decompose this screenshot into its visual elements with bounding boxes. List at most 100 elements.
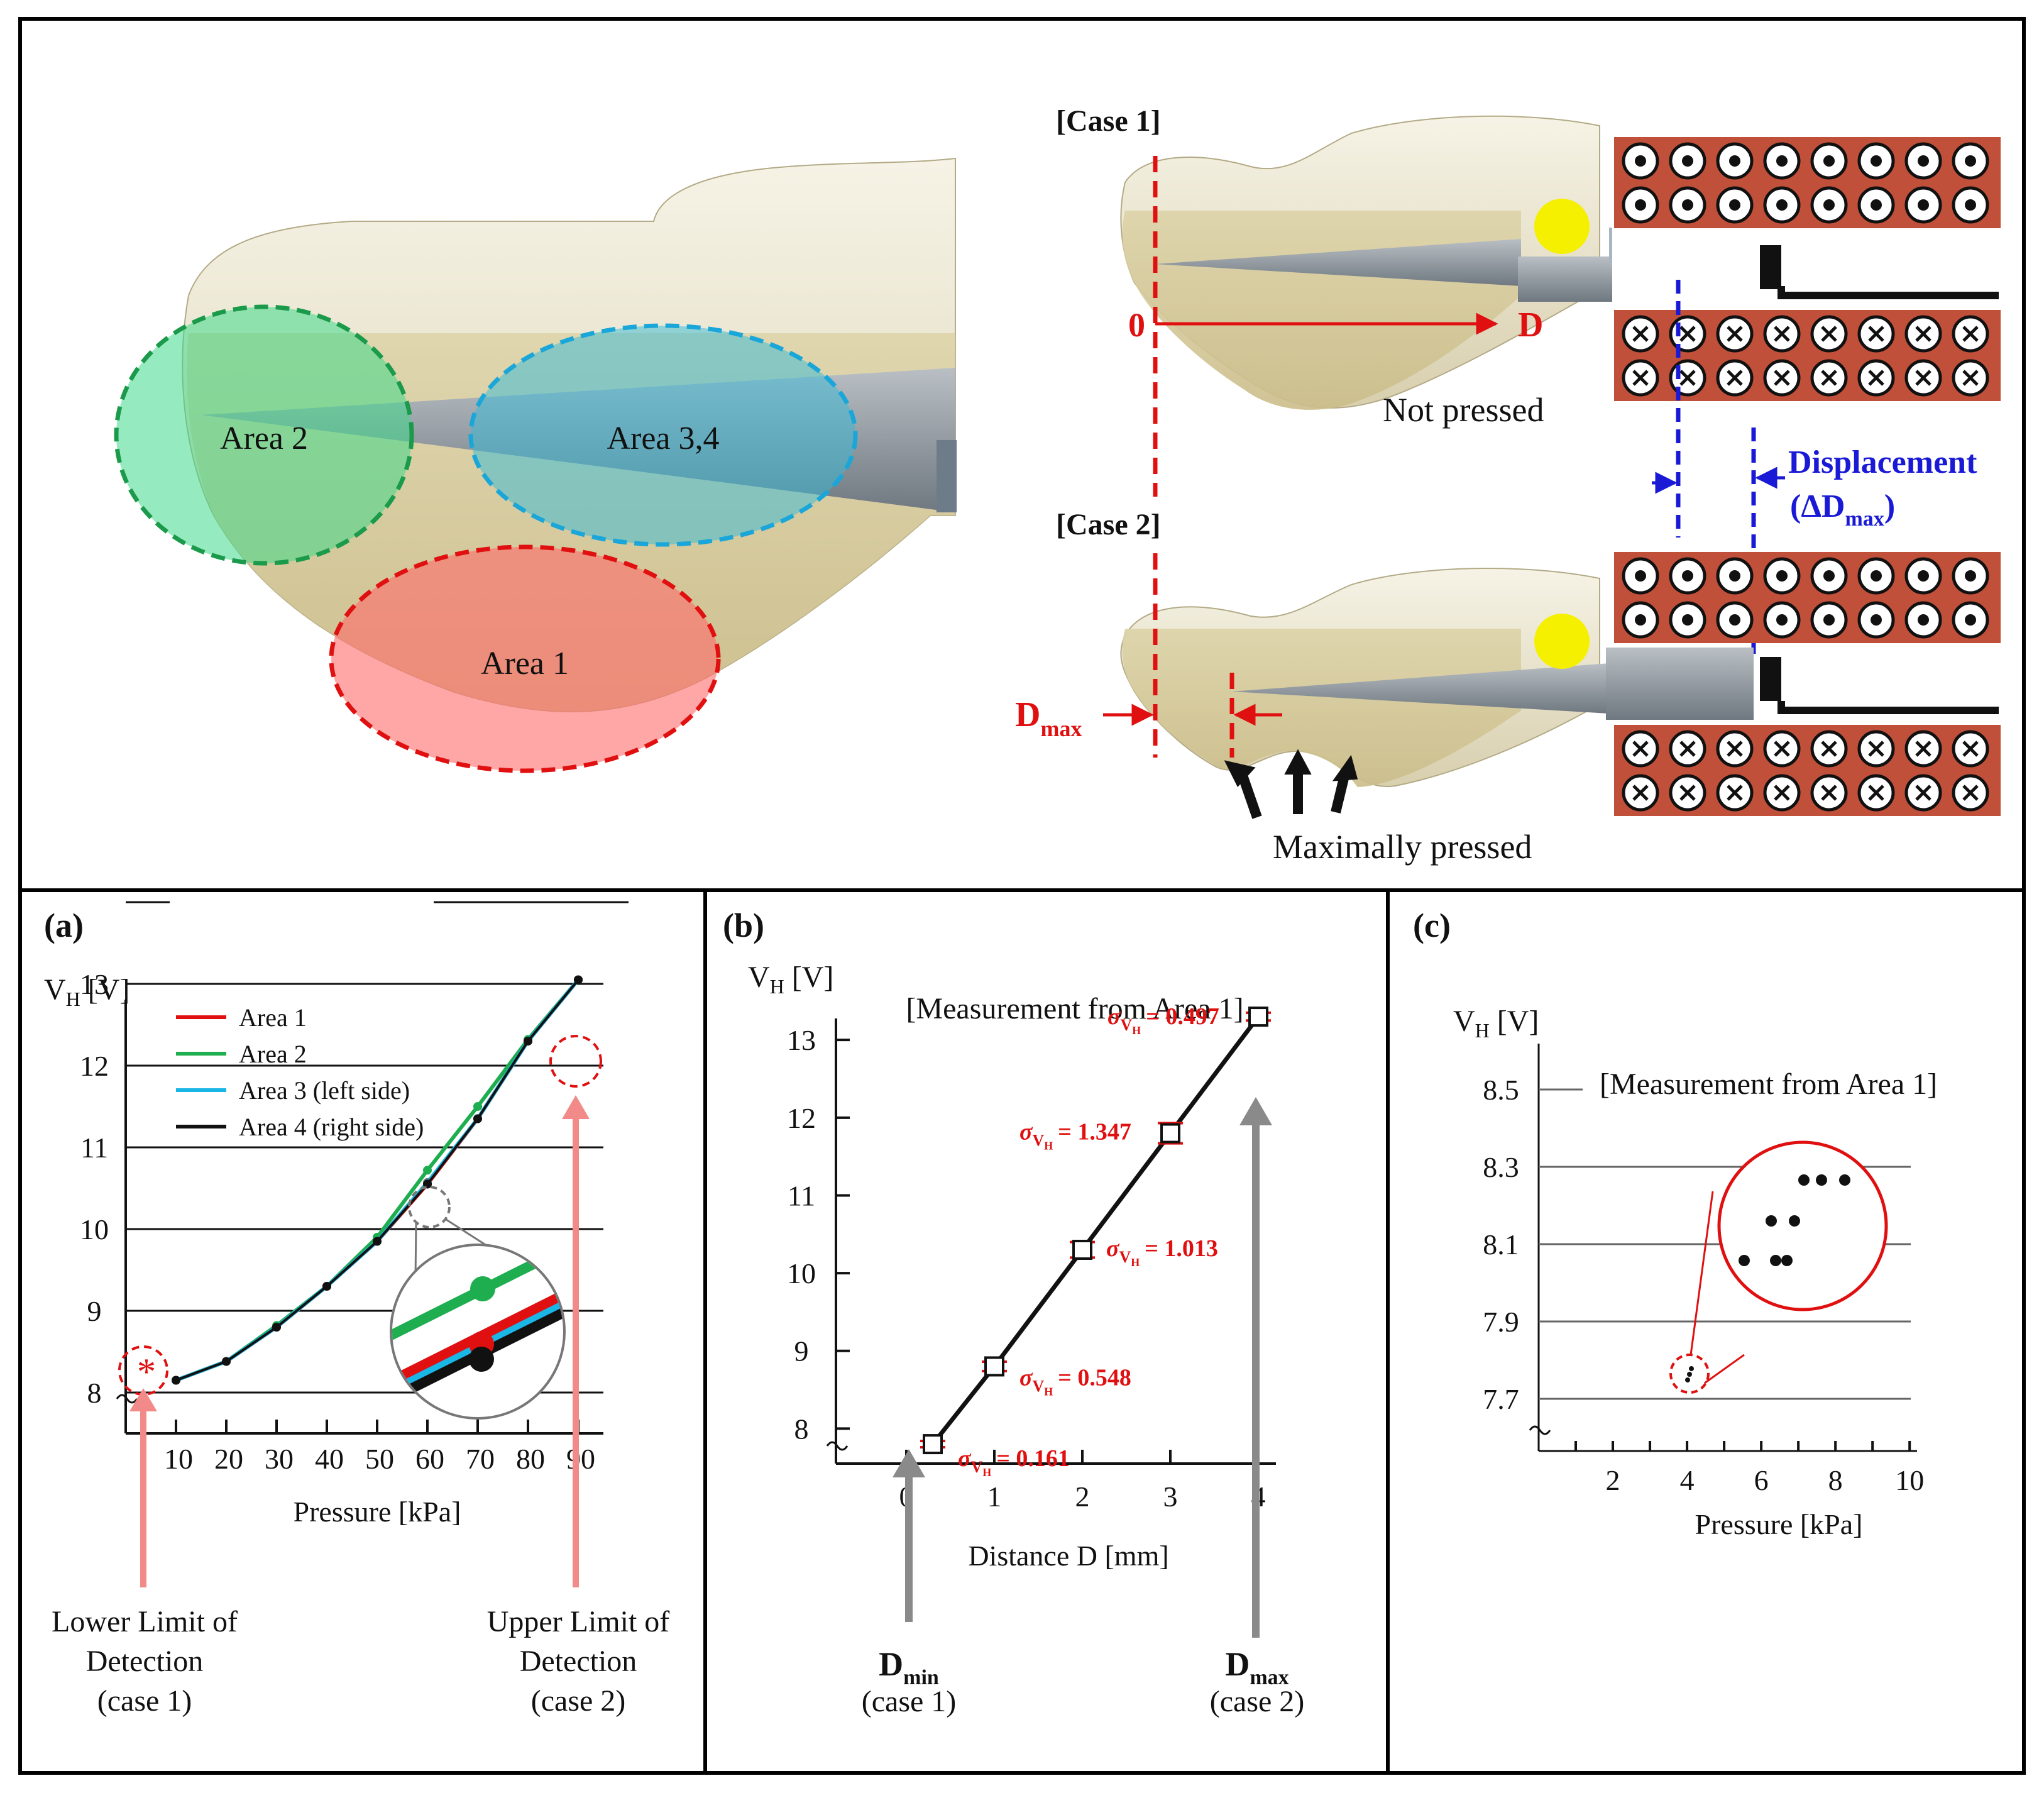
c-ytick-label: 8.1 [1483, 1228, 1519, 1261]
area-2-label: Area 2 [220, 421, 308, 456]
c-ytick-label: 8.5 [1483, 1074, 1519, 1106]
coil-cross [1868, 326, 1884, 342]
b-xtick-label: 1 [987, 1481, 1002, 1513]
coil-dot [1871, 614, 1882, 626]
coil-cross [1868, 741, 1884, 757]
b-xtick-label: 3 [1163, 1481, 1178, 1513]
displacement-label: Displacement [1788, 444, 1977, 480]
displacement-delta: (ΔDmax) [1790, 488, 1895, 531]
upper-limit-line2: Detection [520, 1645, 637, 1678]
coil-cross [1632, 741, 1649, 757]
coil-dot [1965, 570, 1976, 582]
coil-dot [1635, 155, 1646, 167]
coil-cross [1727, 741, 1743, 757]
c-data-point [1687, 1372, 1692, 1377]
coil-dot [1682, 199, 1693, 211]
a-ytick-label: 9 [87, 1295, 102, 1327]
area-34-label: Area 3,4 [607, 421, 719, 456]
coil-dot [1682, 614, 1693, 626]
b-ytick-label: 8 [794, 1413, 809, 1445]
a-data-point [172, 1376, 180, 1385]
zero-label: 0 [1128, 306, 1145, 344]
coil-cross [1962, 785, 1979, 801]
a-xtick-label: 90 [566, 1443, 595, 1475]
area-ellipses [114, 304, 858, 773]
coil-dot [1965, 199, 1976, 211]
a-xtick-label: 30 [265, 1443, 294, 1475]
coil-assembly-1 [1612, 123, 2001, 538]
b-sigma-label: σVH= 0.497 [1107, 1003, 1219, 1037]
b-ytick-label: 12 [787, 1102, 816, 1134]
coil-dot [1871, 199, 1882, 211]
b-ytick-label: 11 [788, 1179, 815, 1211]
area-1-ellipse [329, 544, 721, 773]
coil-dot [1918, 199, 1929, 211]
coil-dot [1635, 614, 1646, 626]
coil-cross [1679, 785, 1696, 801]
coil-dot [1871, 570, 1882, 582]
a-ytick-label: 12 [80, 1050, 109, 1082]
coil-cross [1962, 741, 1979, 757]
coil-cross [1679, 741, 1696, 757]
c-data-point [1689, 1366, 1694, 1371]
b-data-point [923, 1434, 943, 1455]
case-1-diagram: [Case 1] 0 D Not pressed [1056, 104, 1678, 497]
coil-dot [1729, 199, 1740, 211]
panel-a-letter: (a) [44, 907, 84, 944]
lower-limit-line2: Detection [86, 1645, 204, 1678]
coil-cross [1727, 326, 1743, 342]
coil-cross [1962, 326, 1979, 342]
panel-c-title: [Measurement from Area 1] [1600, 1068, 1937, 1101]
a-data-point [473, 1102, 482, 1111]
coil-cross [1821, 326, 1837, 342]
c-xtick-label: 8 [1828, 1464, 1843, 1496]
a-xtick-label: 60 [415, 1443, 444, 1475]
b-sigma-label: σVH= 1.013 [1106, 1235, 1218, 1269]
upper-limit-line3: (case 2) [531, 1684, 626, 1718]
case-2-caption: Maximally pressed [1273, 828, 1532, 866]
lower-limit-annotation: * Lower Limit of Detection (case 1) [52, 1345, 238, 1718]
coil-cross [1821, 370, 1837, 386]
coil-dot [1729, 614, 1740, 626]
frame [18, 17, 2026, 1775]
c-ytick-label: 8.3 [1483, 1151, 1519, 1183]
coil-cross [1727, 370, 1743, 386]
b-data-point [984, 1356, 1004, 1377]
a-data-point [473, 1114, 482, 1123]
a-data-point [423, 1166, 432, 1175]
c-xtick-label: 10 [1895, 1464, 1924, 1496]
a-ytick-label: 8 [87, 1377, 102, 1409]
coil-assembly-2 [1614, 552, 2001, 816]
panel-b-title: [Measurement from Area 1] [906, 992, 1243, 1025]
coil-dot [1918, 614, 1929, 626]
coil-cross [1679, 326, 1696, 342]
a-legend-label: Area 2 [239, 1040, 307, 1068]
coil-cross [1632, 326, 1649, 342]
coil-cross [1774, 785, 1790, 801]
coil-dot [1729, 155, 1740, 167]
a-xtick-label: 50 [365, 1443, 394, 1475]
b-ytick-label: 10 [787, 1257, 816, 1289]
coil-cross [1632, 370, 1649, 386]
coil-dot [1823, 570, 1835, 582]
coil-dot [1823, 199, 1835, 211]
coil-dot [1682, 570, 1693, 582]
coil-cross [1868, 785, 1884, 801]
panel-b: (b) VH [V] [Measurement from Area 1] 891… [723, 907, 1304, 1718]
case-2-diagram: [Case 2] Dmax Maximally pressed [1015, 508, 1754, 866]
c-ytick-label: 7.7 [1483, 1383, 1519, 1415]
c-xtick-label: 6 [1754, 1464, 1769, 1496]
displacement-annotation: Displacement (ΔDmax) [1652, 428, 1977, 654]
dmax-label: Dmax [1225, 1645, 1288, 1689]
coil-dot [1729, 570, 1740, 582]
coil-dot [1918, 570, 1929, 582]
panel-b-xlabel: Distance D [mm] [968, 1540, 1168, 1572]
c-data-point [1685, 1377, 1690, 1382]
area-labels: Area 2 Area 3,4 Area 1 [220, 421, 720, 681]
case-1-caption: Not pressed [1383, 391, 1544, 429]
panel-c-ylabel: VH [V] [1453, 1005, 1539, 1042]
zoom-inset-c [1669, 1140, 1888, 1394]
b-data-point [1072, 1240, 1092, 1260]
